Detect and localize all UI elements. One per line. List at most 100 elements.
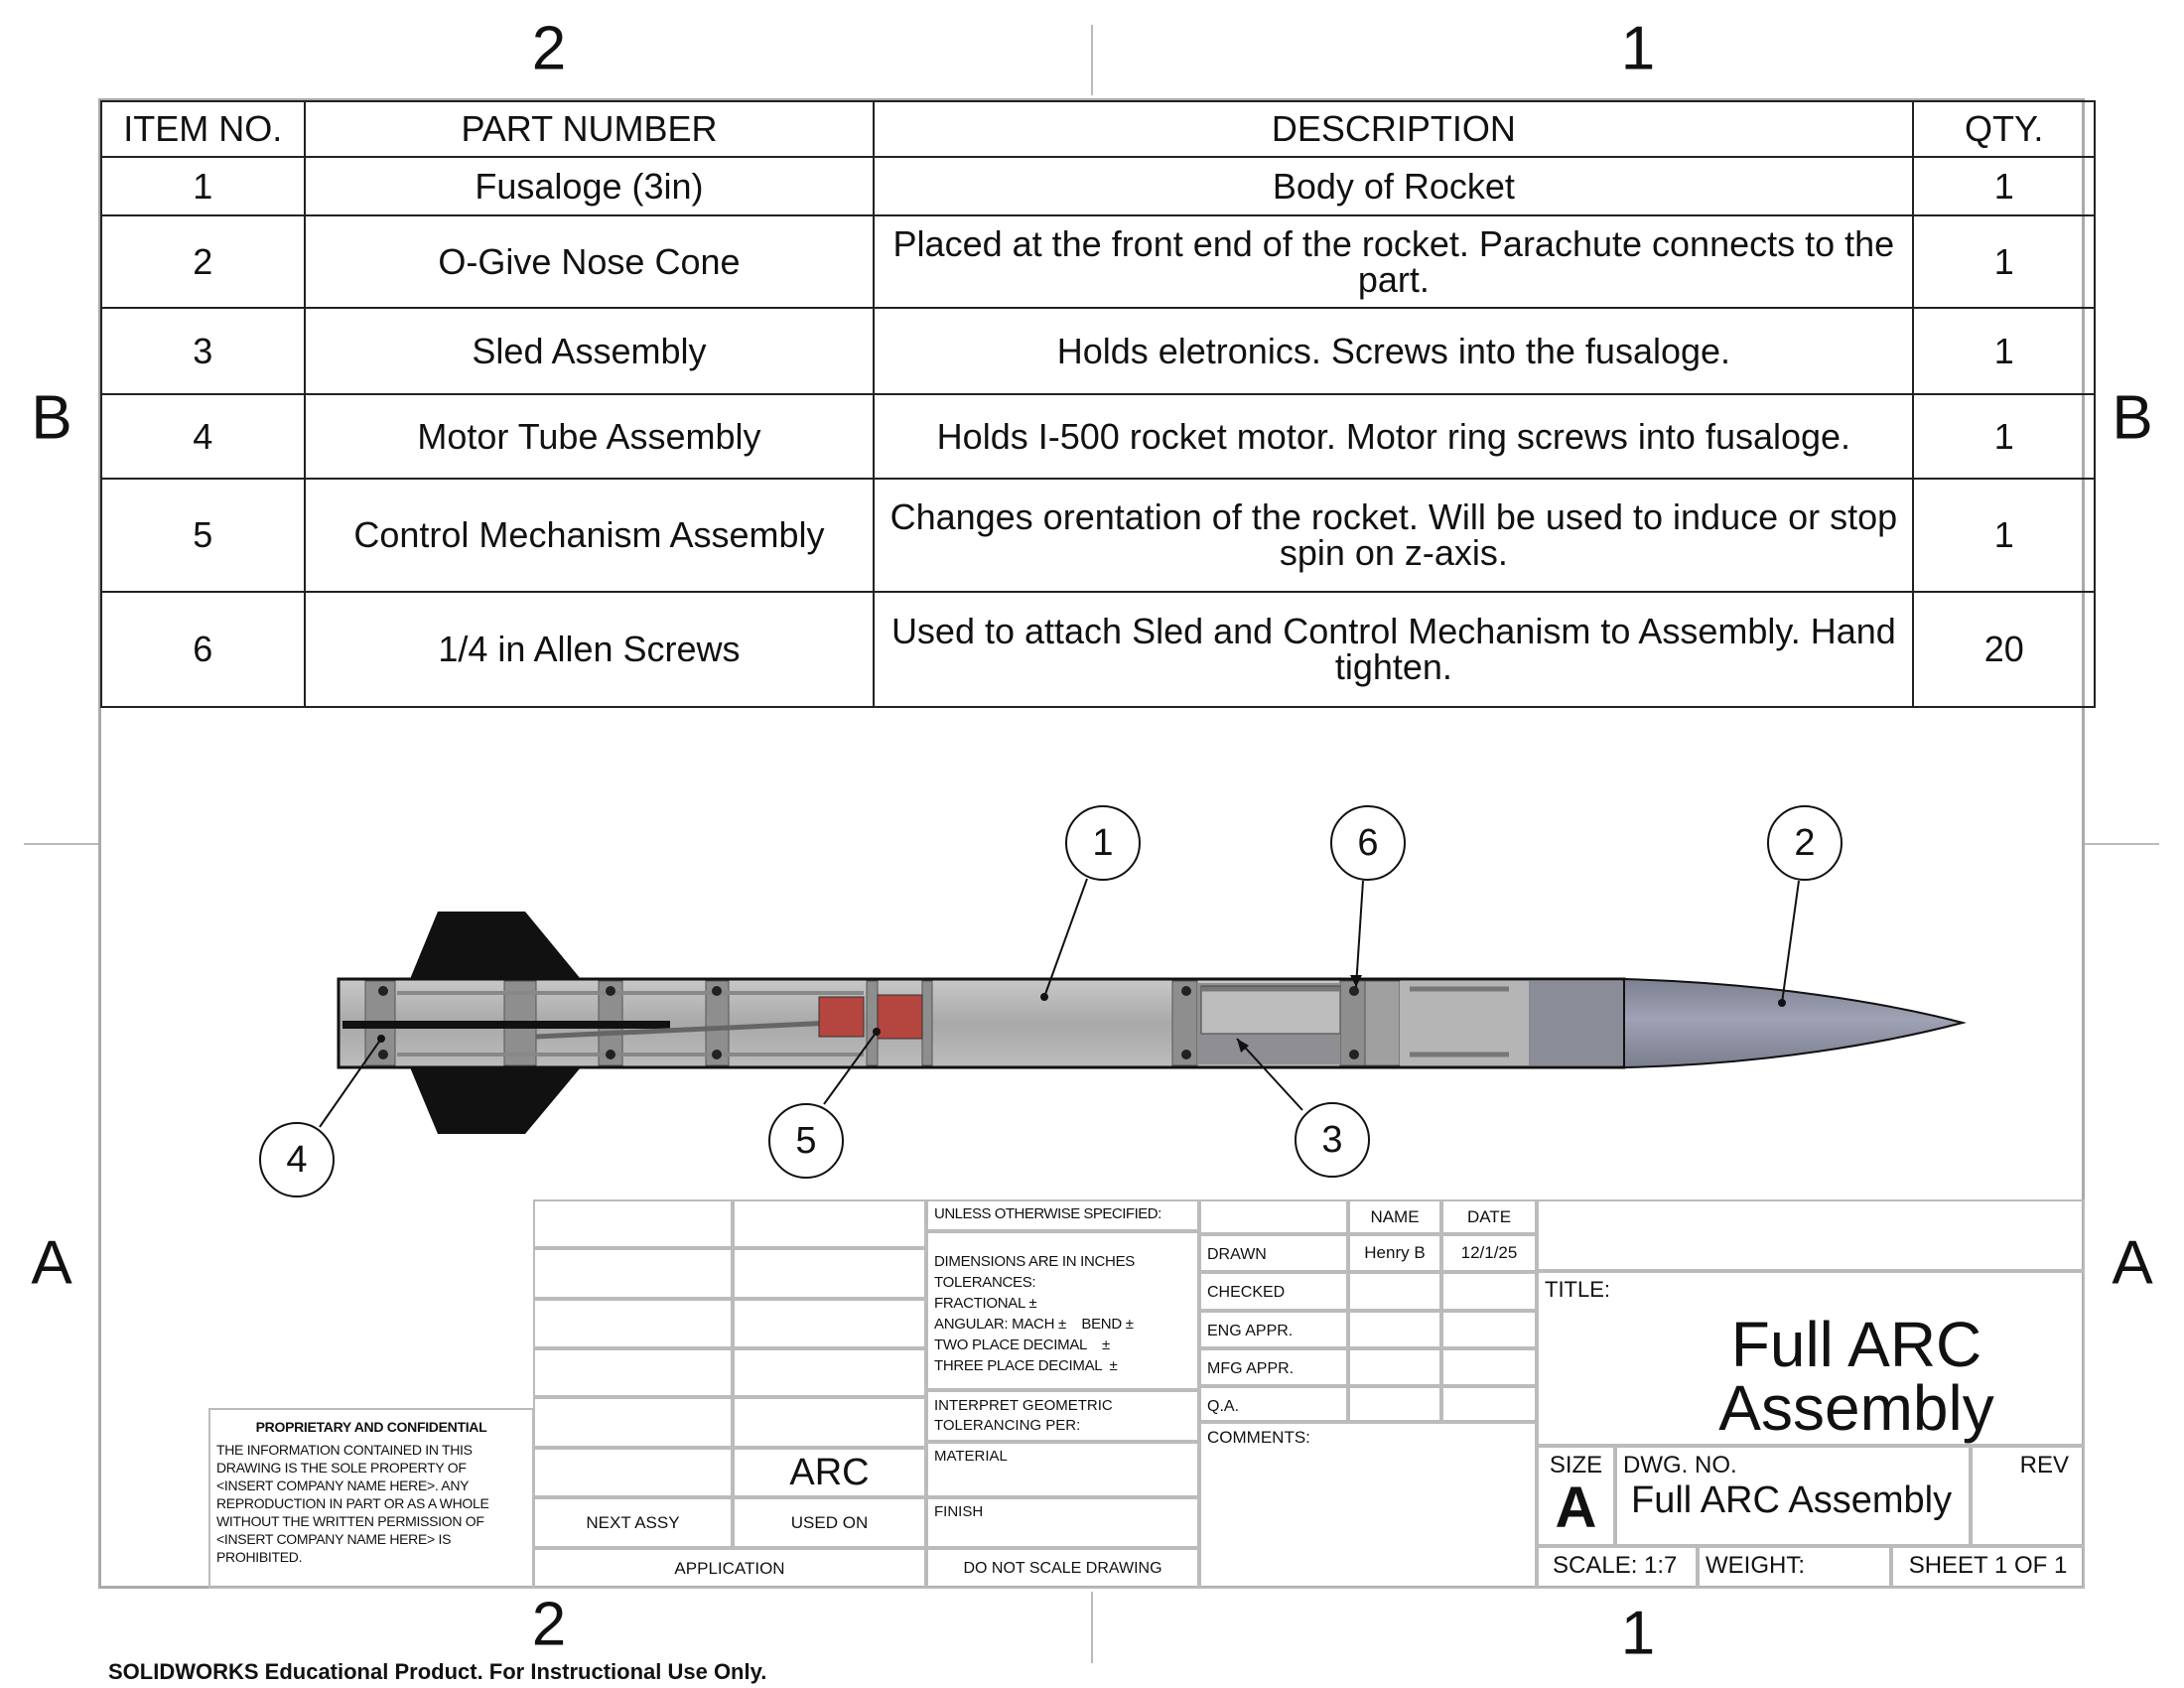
bom-cell-desc: Placed at the front end of the rocket. P… (873, 214, 1915, 309)
blank-cell (1199, 1199, 1348, 1234)
bom-cell-part: O-Give Nose Cone (303, 214, 876, 309)
zone-label: B (2112, 383, 2153, 453)
blank-cell (733, 1299, 926, 1348)
approval-name-mfg_appr (1348, 1348, 1441, 1386)
zone-label: 2 (531, 1590, 567, 1659)
bom-cell-item: 2 (100, 214, 306, 309)
material-field: MATERIAL (926, 1442, 1199, 1497)
scale-field: SCALE: 1:7 (1537, 1546, 1698, 1589)
used-on-value: ARC (733, 1448, 926, 1497)
bom-cell-part: Control Mechanism Assembly (303, 478, 876, 593)
balloon-callout: 5 (768, 1103, 844, 1179)
sheet-field: SHEET 1 OF 1 (1891, 1546, 2085, 1589)
bom-column-header: DESCRIPTION (873, 100, 1915, 158)
zone-label: A (31, 1228, 72, 1298)
zone-label: B (31, 383, 72, 453)
bom-cell-desc: Body of Rocket (873, 156, 1915, 216)
name-header: NAME (1348, 1199, 1441, 1234)
application-label: APPLICATION (533, 1548, 926, 1589)
balloon-callout: 6 (1330, 805, 1406, 881)
blank-cell (533, 1299, 733, 1348)
blank-cell (533, 1348, 733, 1397)
blank-cell (733, 1348, 926, 1397)
bom-cell-desc: Holds eletronics. Screws into the fusalo… (873, 307, 1915, 395)
tolerance-line: TWO PLACE DECIMAL ± (934, 1336, 1110, 1353)
bom-cell-part: 1/4 in Allen Screws (303, 591, 876, 708)
proprietary-title: PROPRIETARY AND CONFIDENTIAL (255, 1419, 487, 1435)
tolerance-line: DIMENSIONS ARE IN INCHES (934, 1253, 1136, 1270)
used-on-label: USED ON (733, 1497, 926, 1548)
tolerance-line: TOLERANCES: (934, 1274, 1036, 1291)
size-label: SIZE (1549, 1452, 1603, 1478)
blank-cell (733, 1199, 926, 1248)
interpret-geometric: INTERPRET GEOMETRIC TOLERANCING PER: (926, 1390, 1199, 1442)
zone-label: 1 (1620, 1599, 1656, 1668)
dwg-no-value: Full ARC Assembly (1631, 1479, 1953, 1521)
approval-label-qa: Q.A. (1199, 1386, 1348, 1422)
bom-cell-qty: 1 (1912, 156, 2096, 216)
approval-label-eng_appr: ENG APPR. (1199, 1311, 1348, 1348)
bom-cell-qty: 1 (1912, 307, 2096, 395)
balloon-callout: 4 (259, 1122, 335, 1197)
bom-cell-qty: 1 (1912, 214, 2096, 309)
balloon-callout: 2 (1767, 805, 1843, 881)
bom-cell-desc: Changes orentation of the rocket. Will b… (873, 478, 1915, 593)
bom-cell-item: 1 (100, 156, 306, 216)
bom-cell-item: 5 (100, 478, 306, 593)
zone-label: 1 (1620, 14, 1656, 83)
size-field: SIZE A (1537, 1446, 1615, 1546)
bom-cell-part: Fusaloge (3in) (303, 156, 876, 216)
tolerance-line: FRACTIONAL ± (934, 1295, 1037, 1312)
approval-date-qa (1441, 1386, 1537, 1422)
bom-column-header: ITEM NO. (100, 100, 306, 158)
approval-label-drawn: DRAWN (1199, 1234, 1348, 1272)
approval-name-drawn: Henry B (1348, 1234, 1441, 1272)
bom-column-header: PART NUMBER (303, 100, 876, 158)
title-label: TITLE: (1545, 1277, 1611, 1302)
approval-label-mfg_appr: MFG APPR. (1199, 1348, 1348, 1386)
approval-date-checked (1441, 1272, 1537, 1311)
comments-field: COMMENTS: (1199, 1422, 1537, 1589)
dwg-no-field: DWG. NO. Full ARC Assembly (1615, 1446, 1971, 1546)
bom-cell-qty: 1 (1912, 478, 2096, 593)
bom-cell-desc: Used to attach Sled and Control Mechanis… (873, 591, 1915, 708)
dwg-no-label: DWG. NO. (1623, 1452, 1737, 1478)
rev-field: REV (1971, 1446, 2085, 1546)
blank-cell (1537, 1199, 2085, 1271)
title-field: TITLE: Full ARC Assembly (1537, 1271, 2085, 1446)
approval-date-eng_appr (1441, 1311, 1537, 1348)
fin-bottom (410, 1067, 581, 1134)
balloon-callout: 1 (1065, 805, 1141, 881)
bom-cell-item: 6 (100, 591, 306, 708)
approval-label-checked: CHECKED (1199, 1272, 1348, 1311)
blank-cell (533, 1397, 733, 1448)
blank-cell (733, 1397, 926, 1448)
drawing-title: Full ARC Assembly (1718, 1309, 1994, 1444)
nose-cone (1623, 977, 1967, 1069)
zone-label: A (2112, 1228, 2153, 1298)
bom-cell-qty: 20 (1912, 591, 2096, 708)
bom-cell-part: Sled Assembly (303, 307, 876, 395)
size-value: A (1555, 1476, 1597, 1540)
balloon-callout: 3 (1295, 1102, 1370, 1178)
approval-date-mfg_appr (1441, 1348, 1537, 1386)
motor-part-red (818, 996, 865, 1038)
blank-cell (533, 1199, 733, 1248)
approval-date-drawn: 12/1/25 (1441, 1234, 1537, 1272)
bom-column-header: QTY. (1912, 100, 2096, 158)
zone-label: 2 (531, 14, 567, 83)
approval-name-qa (1348, 1386, 1441, 1422)
proprietary-notice: PROPRIETARY AND CONFIDENTIAL THE INFORMA… (208, 1408, 534, 1589)
blank-cell (733, 1248, 926, 1299)
next-assy-label: NEXT ASSY (533, 1497, 733, 1548)
tolerances-block: DIMENSIONS ARE IN INCHES TOLERANCES: FRACT… (926, 1231, 1199, 1390)
blank-cell (533, 1448, 733, 1497)
bom-cell-part: Motor Tube Assembly (303, 393, 876, 480)
